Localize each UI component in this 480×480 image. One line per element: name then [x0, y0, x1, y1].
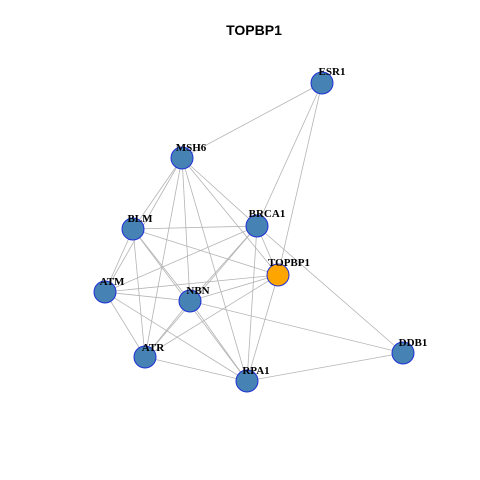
node-label-ddb1: DDB1: [399, 337, 428, 349]
edge-layer: [104, 82, 404, 382]
edge-msh6-nbn: [181, 157, 191, 302]
edge-atr-rpa1: [144, 356, 248, 382]
node-atm: [93, 280, 117, 304]
node-ddb1: [391, 341, 415, 365]
node-label-atr: ATR: [142, 342, 165, 354]
edge-nbn-rpa1: [189, 300, 248, 382]
edge-esr1-brca1: [256, 82, 323, 227]
node-label-topbp1: TOPBP1: [268, 257, 310, 269]
edge-brca1-atr: [144, 225, 258, 358]
node-rpa1: [235, 369, 259, 393]
edge-brca1-rpa1: [246, 225, 258, 382]
edge-atm-rpa1: [104, 291, 248, 382]
edge-brca1-atm: [104, 225, 258, 293]
edge-topbp1-nbn: [189, 274, 279, 302]
edge-msh6-atr: [144, 157, 183, 358]
node-label-rpa1: RPA1: [242, 365, 269, 377]
edge-blm-topbp1: [132, 228, 279, 276]
edge-msh6-brca1: [181, 157, 258, 227]
node-blm: [121, 217, 145, 241]
edge-msh6-blm: [132, 157, 183, 230]
edge-topbp1-atm: [104, 274, 279, 293]
edge-blm-brca1: [132, 225, 258, 230]
node-label-brca1: BRCA1: [249, 208, 286, 220]
edge-rpa1-ddb1: [246, 352, 404, 382]
edge-msh6-rpa1: [181, 157, 248, 382]
edge-esr1-topbp1: [277, 82, 323, 276]
node-label-nbn: NBN: [186, 285, 209, 297]
edge-topbp1-rpa1: [246, 274, 279, 382]
edge-blm-atr: [132, 228, 146, 358]
node-label-msh6: MSH6: [176, 142, 207, 154]
node-label-atm: ATM: [100, 276, 125, 288]
edge-atm-nbn: [104, 291, 191, 302]
edge-atm-atr: [104, 291, 146, 358]
node-nbn: [178, 289, 202, 313]
node-msh6: [170, 146, 194, 170]
node-topbp1: [266, 263, 290, 287]
edge-nbn-atr: [144, 300, 191, 358]
node-brca1: [245, 214, 269, 238]
edge-nbn-ddb1: [189, 300, 404, 354]
edge-brca1-ddb1: [256, 225, 404, 354]
edge-topbp1-atr: [144, 274, 279, 358]
node-atr: [133, 345, 157, 369]
node-esr1: [310, 71, 334, 95]
figure-title: TOPBP1: [226, 22, 282, 38]
node-label-esr1: ESR1: [319, 66, 346, 78]
edge-msh6-topbp1: [181, 157, 279, 276]
edge-esr1-msh6: [181, 82, 323, 159]
node-label-blm: BLM: [127, 213, 153, 225]
